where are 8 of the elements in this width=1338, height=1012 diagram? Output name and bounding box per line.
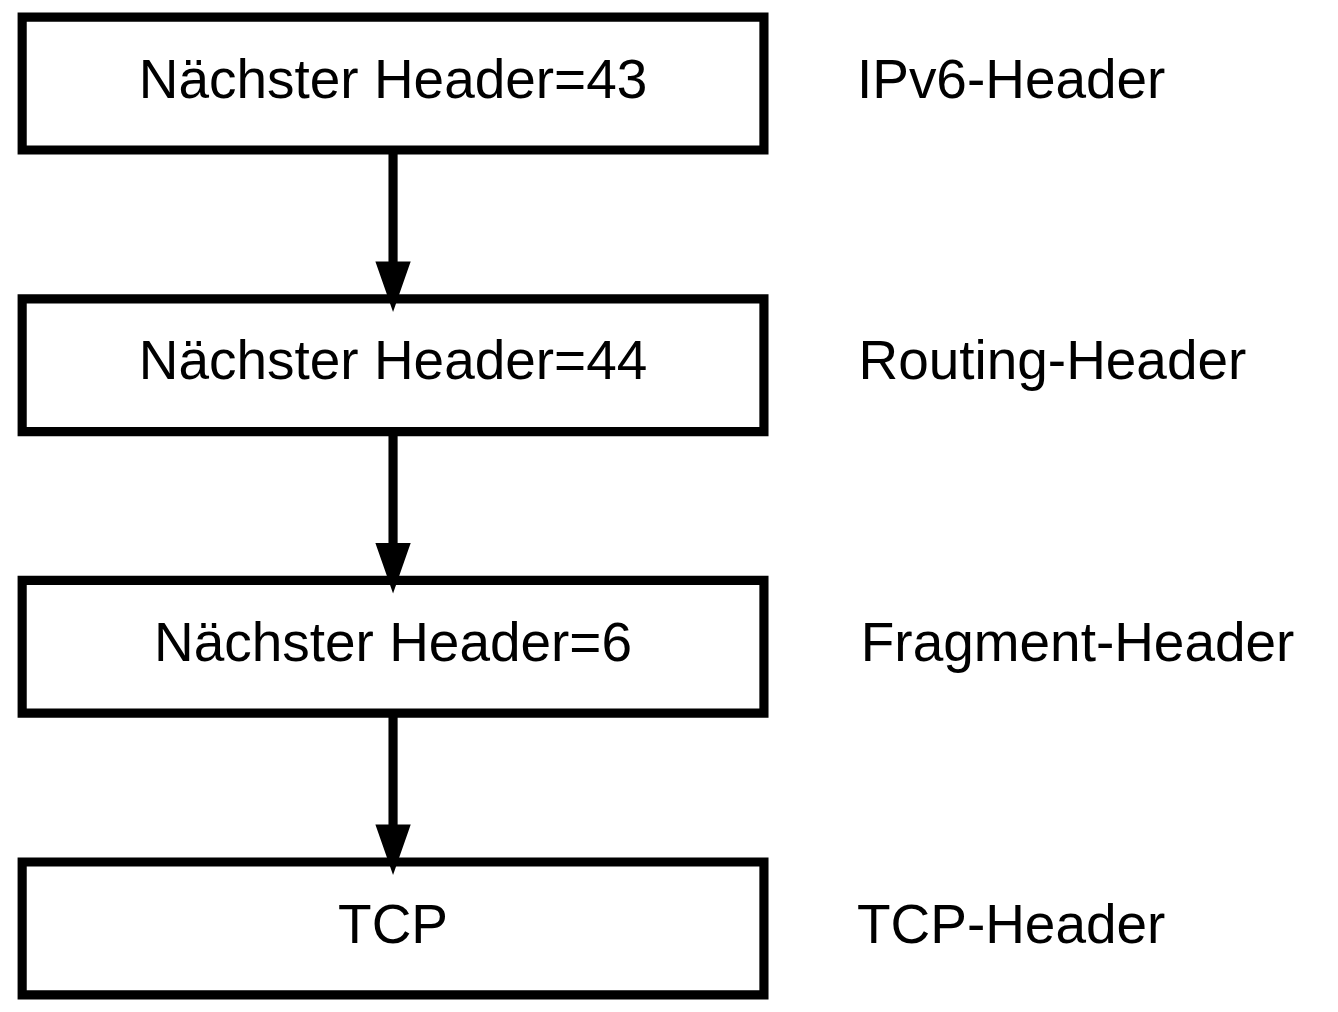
node-label: Fragment-Header xyxy=(860,611,1294,673)
node-box: Nächster Header=43 xyxy=(17,12,769,155)
node-box: TCP xyxy=(17,857,769,1000)
node-label: IPv6-Header xyxy=(856,47,1165,110)
node-label: Routing-Header xyxy=(857,329,1246,392)
node-box: Nächster Header=6 xyxy=(17,575,769,718)
node-label: TCP-Header xyxy=(856,892,1165,955)
node-box: Nächster Header=44 xyxy=(17,294,769,437)
